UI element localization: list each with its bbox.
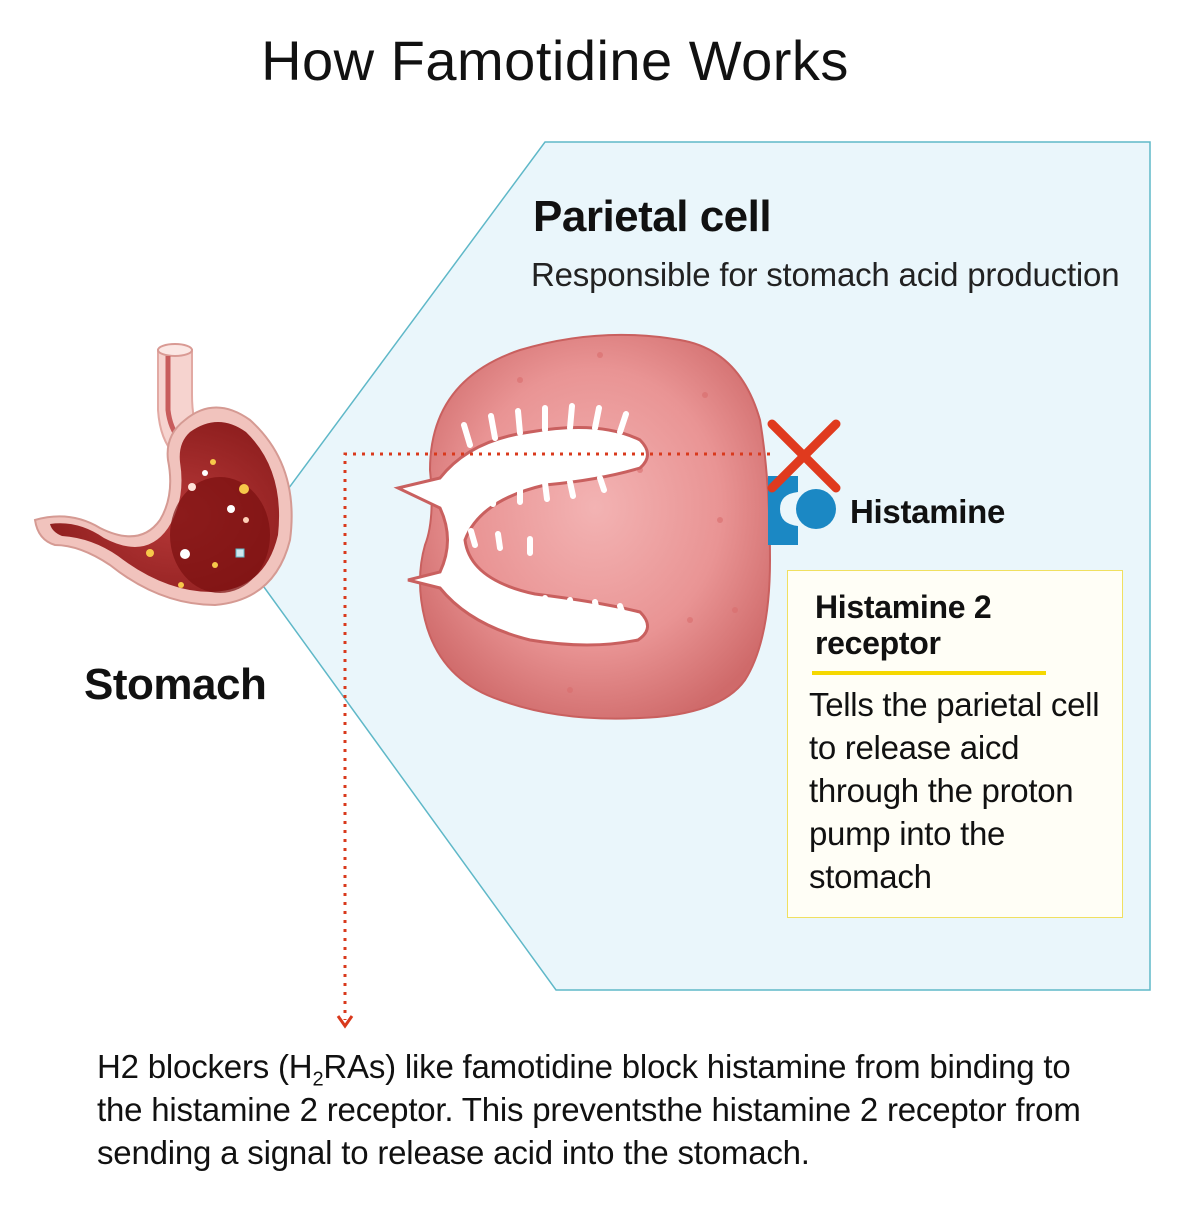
dotted-pathway-line bbox=[343, 452, 770, 1020]
parietal-cell-title: Parietal cell bbox=[533, 192, 772, 241]
h2-receptor-icon bbox=[768, 476, 798, 545]
parietal-cell-description: Responsible for stomach acid production bbox=[531, 256, 1120, 293]
caption-part-2: RAs) like famotidine block histamine fro… bbox=[97, 1048, 1081, 1171]
block-x-icon bbox=[767, 419, 841, 493]
stomach-illustration bbox=[33, 343, 293, 607]
receptor-title: Histamine 2 receptor bbox=[815, 589, 992, 661]
receptor-info-box: Histamine 2 receptor Tells the parietal … bbox=[787, 570, 1123, 918]
histamine-molecule-icon bbox=[796, 489, 836, 529]
parietal-cell-illustration bbox=[393, 333, 772, 720]
histamine-label: Histamine bbox=[850, 493, 1006, 530]
arrow-down-icon bbox=[336, 1015, 354, 1029]
explanation-caption: H2 blockers (H2RAs) like famotidine bloc… bbox=[97, 1045, 1097, 1174]
page-title: How Famotidine Works bbox=[261, 29, 849, 92]
receptor-description: Tells the parietal cell to release aicd … bbox=[809, 686, 1100, 895]
receptor-divider bbox=[812, 671, 1046, 675]
caption-part-1: H2 blockers (H bbox=[97, 1048, 313, 1085]
stomach-label: Stomach bbox=[84, 660, 267, 709]
caption-subscript: 2 bbox=[312, 1068, 324, 1091]
